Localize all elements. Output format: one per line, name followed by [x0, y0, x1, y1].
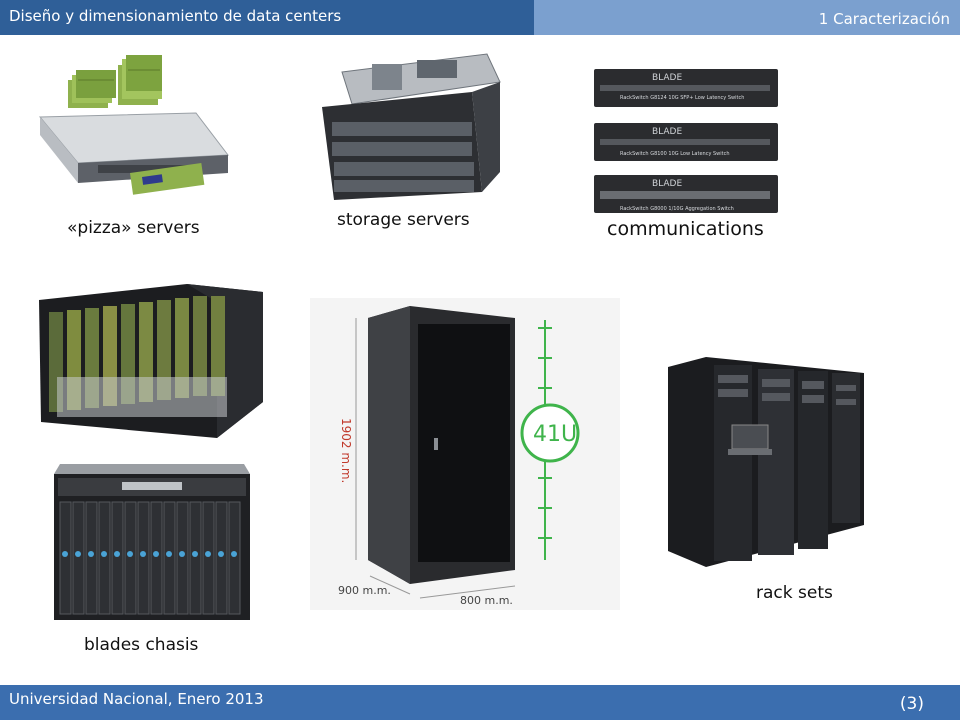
switch-2: BLADE RackSwitch G8100 10G Low Latency S… — [594, 123, 778, 161]
footer-bar: Universidad Nacional, Enero 2013 (3) — [0, 685, 960, 720]
pizza-server-image — [38, 55, 229, 195]
communications-label: communications — [607, 218, 764, 240]
rack-sets-image — [668, 357, 864, 567]
ram-sticks — [68, 55, 162, 108]
pizza-servers-label: «pizza» servers — [67, 218, 200, 238]
rack-unit-ruler: 41U — [520, 320, 580, 560]
svg-text:1902 m.m.: 1902 m.m. — [339, 418, 353, 483]
blade-leds — [62, 551, 237, 557]
blade-slots — [59, 501, 241, 615]
header-bar: Diseño y dimensionamiento de data center… — [0, 0, 534, 35]
rack-sets-label: rack sets — [756, 583, 833, 603]
switch-1: BLADE RackSwitch G8124 10G SFP+ Low Late… — [594, 69, 778, 107]
section-label: 1 Caracterización — [818, 10, 950, 28]
svg-text:BLADE: BLADE — [652, 127, 682, 137]
footer-institution: Universidad Nacional, Enero 2013 — [9, 690, 264, 708]
slide-title: Diseño y dimensionamiento de data center… — [9, 7, 342, 25]
svg-text:RackSwitch G8000 1/10G Aggrega: RackSwitch G8000 1/10G Aggregation Switc… — [620, 206, 734, 212]
page-number: (3) — [899, 694, 924, 714]
svg-text:41U: 41U — [533, 422, 577, 447]
svg-text:RackSwitch G8100 10G Low Laten: RackSwitch G8100 10G Low Latency Switch — [620, 151, 730, 157]
drive-bays — [332, 122, 474, 192]
blade-chassis-image — [54, 464, 250, 620]
svg-text:BLADE: BLADE — [652, 73, 682, 83]
rack-equipment — [718, 375, 856, 405]
switches-image: BLADE RackSwitch G8124 10G SFP+ Low Late… — [594, 69, 778, 213]
header-section-bar: 1 Caracterización — [534, 0, 960, 35]
storage-server-image — [322, 53, 501, 200]
blade-enclosure-image — [39, 284, 263, 438]
svg-text:900 m.m.: 900 m.m. — [338, 584, 391, 597]
svg-text:800 m.m.: 800 m.m. — [460, 594, 513, 607]
blades-chasis-label: blades chasis — [84, 635, 199, 655]
storage-servers-label: storage servers — [337, 210, 470, 230]
svg-text:BLADE: BLADE — [652, 179, 682, 189]
svg-text:RackSwitch G8124 10G SFP+ Low: RackSwitch G8124 10G SFP+ Low Latency Sw… — [620, 95, 744, 101]
switch-3: BLADE RackSwitch G8000 1/10G Aggregation… — [594, 175, 778, 213]
rack-cabinet-image: 1902 m.m. 41U 900 m.m. 800 m.m. — [310, 298, 620, 610]
